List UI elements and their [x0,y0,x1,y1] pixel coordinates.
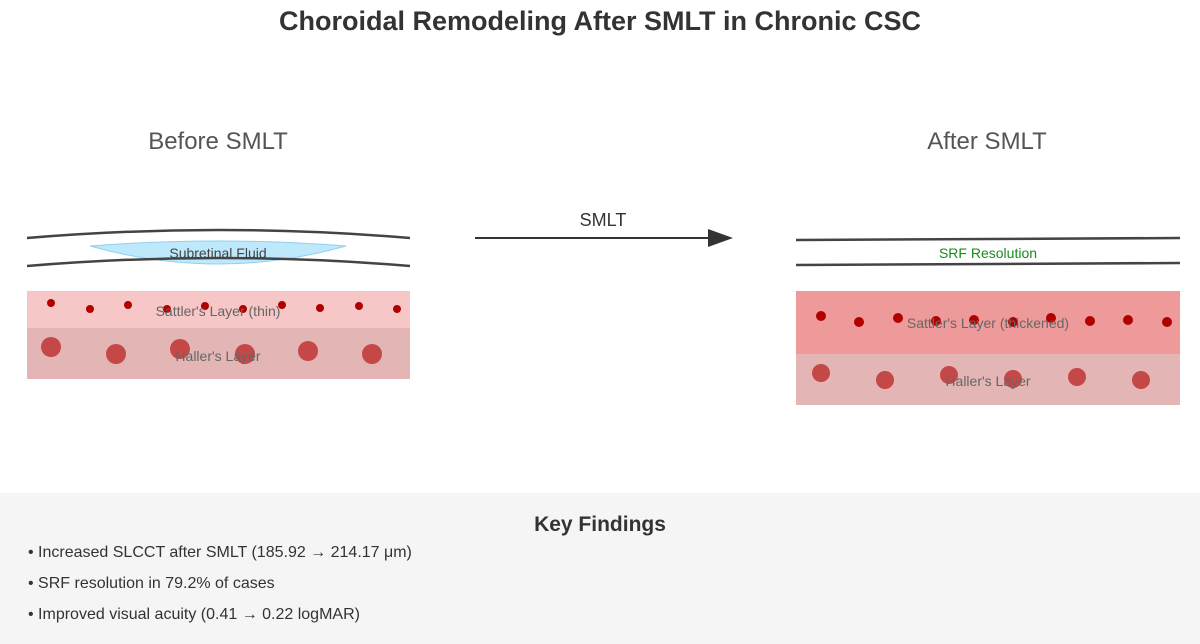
after-heading: After SMLT [927,128,1047,155]
after-haller-layer [796,354,1180,405]
finding-item: Increased SLCCT after SMLT (185.92 → 214… [28,542,412,573]
smlt-arrow-label: SMLT [580,210,627,230]
sattler-vessel [201,302,209,310]
sattler-vessel [47,299,55,307]
key-findings-list: Increased SLCCT after SMLT (185.92 → 214… [28,542,412,635]
before-heading: Before SMLT [148,128,288,155]
sattler-vessel [124,301,132,309]
after-retina-upper-line [795,236,1181,242]
sattler-vessel [1123,315,1133,325]
haller-vessel [812,364,830,382]
key-findings-title: Key Findings [534,513,666,536]
sattler-vessel [355,302,363,310]
sattler-vessel [1085,316,1095,326]
sattler-vessel [163,305,171,313]
before-haller-layer [27,328,410,379]
sattler-vessel [393,305,401,313]
haller-vessel [1068,368,1086,386]
before-sattler-vessels [47,299,401,313]
haller-vessel [298,341,318,361]
haller-vessel [940,366,958,384]
sattler-vessel [316,304,324,312]
sattler-vessel [931,316,941,326]
before-retina-lower-line [26,256,411,268]
after-sattler-label: Sattler's Layer (thickened) [907,315,1069,331]
haller-vessel [235,344,255,364]
haller-vessel [362,344,382,364]
before-haller-vessels [41,337,382,364]
sattler-vessel [969,315,979,325]
arrow-right-icon [708,229,733,247]
haller-vessel [1004,370,1022,388]
after-haller-vessels [812,364,1150,389]
sattler-vessel [239,305,247,313]
sattler-vessel [86,305,94,313]
finding-item: Improved visual acuity (0.41 → 0.22 logM… [28,604,412,635]
srf-resolution-label: SRF Resolution [939,245,1037,261]
after-haller-label: Haller's Layer [945,373,1030,389]
sattler-vessel [816,311,826,321]
sattler-vessel [1008,317,1018,327]
before-haller-label: Haller's Layer [175,348,260,364]
sattler-vessel [278,301,286,309]
after-retina-lower-line [795,261,1181,267]
key-findings-panel: Key Findings Increased SLCCT after SMLT … [0,493,1200,644]
haller-vessel [1132,371,1150,389]
before-retina-upper-line [26,228,411,240]
finding-item: SRF resolution in 79.2% of cases [28,573,412,604]
subretinal-fluid-label: Subretinal Fluid [169,245,266,261]
sattler-vessel [1046,313,1056,323]
remodeling-diagram: Before SMLT Subretinal Fluid Sattler's L… [26,128,1181,405]
haller-vessel [876,371,894,389]
page-title: Choroidal Remodeling After SMLT in Chron… [278,6,921,36]
haller-vessel [106,344,126,364]
haller-vessel [41,337,61,357]
sattler-vessel [854,317,864,327]
haller-vessel [170,339,190,359]
before-sattler-label: Sattler's Layer (thin) [156,303,281,319]
after-sattler-vessels [816,311,1172,327]
sattler-vessel [1162,317,1172,327]
sattler-vessel [893,313,903,323]
